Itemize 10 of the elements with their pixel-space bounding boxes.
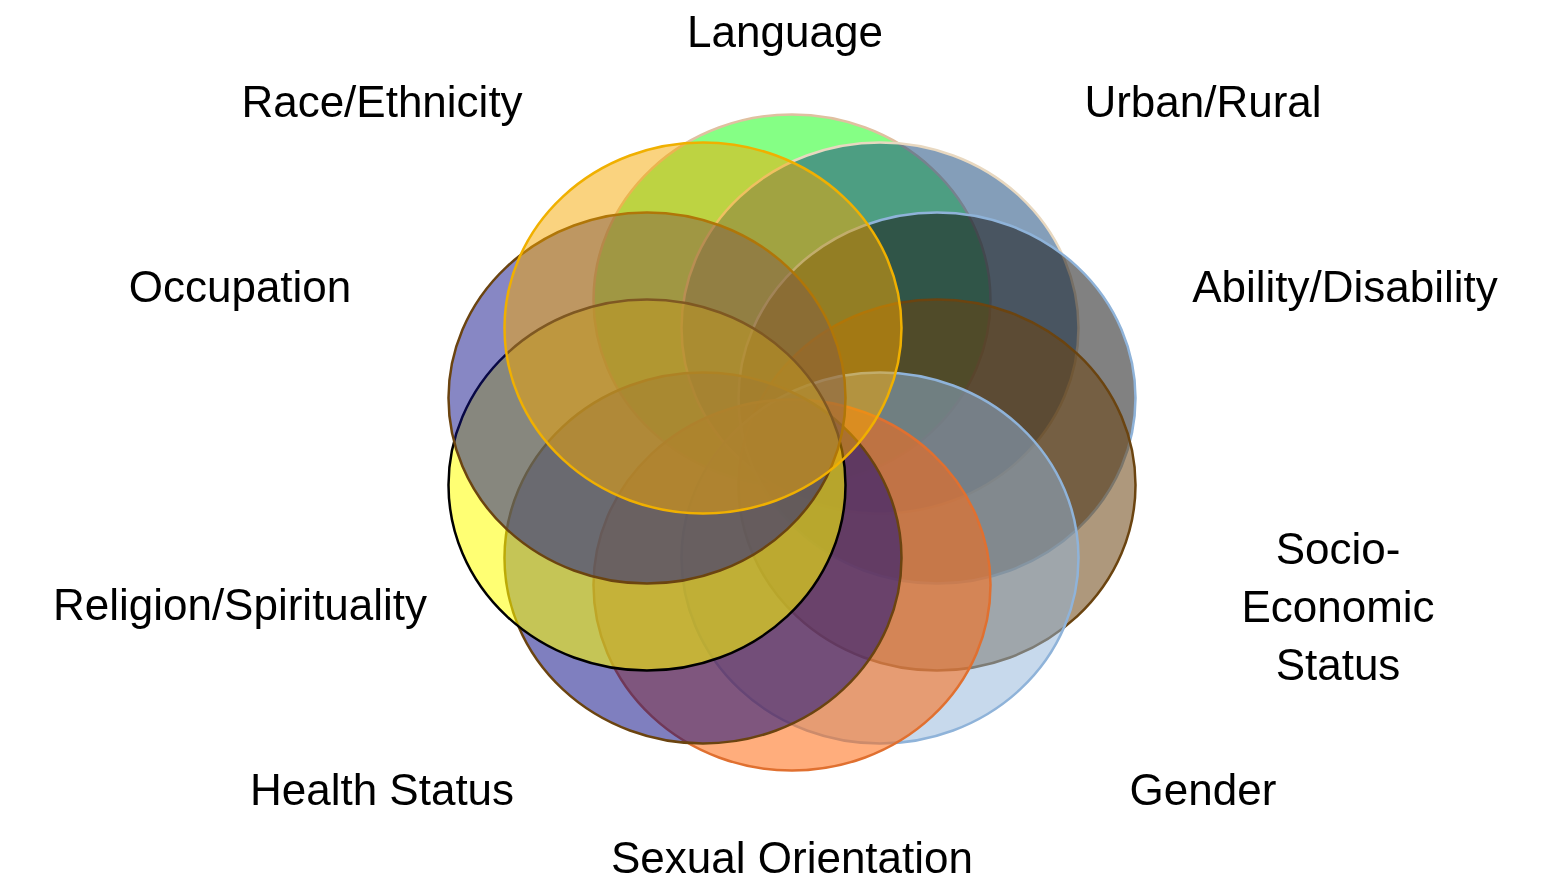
circle-label: Health Status <box>249 764 515 816</box>
circle-label: Occupation <box>128 261 352 313</box>
circle-label: Race/Ethnicity <box>241 76 523 128</box>
circle-label: Language <box>687 6 883 58</box>
circle-label: Sexual Orientation <box>611 832 973 881</box>
circle-label: Socio-Economic Status <box>1240 523 1436 691</box>
circle-label: Religion/Spirituality <box>52 579 428 631</box>
circle-label: Ability/Disability <box>1192 261 1498 313</box>
circle-label: Gender <box>1129 764 1277 816</box>
circle-label: Urban/Rural <box>1084 76 1322 128</box>
